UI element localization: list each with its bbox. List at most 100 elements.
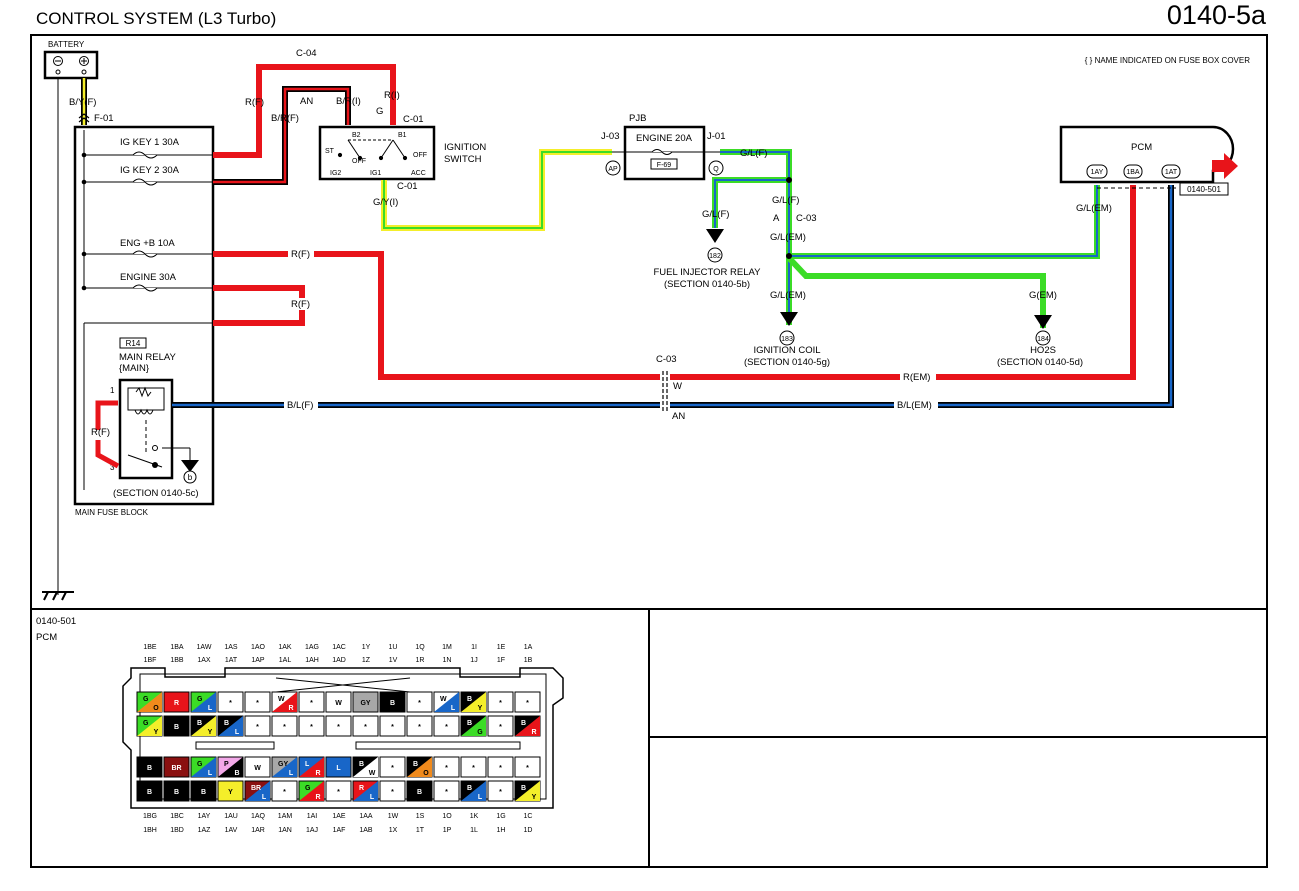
- splice-dot-2: [786, 253, 792, 259]
- pjb-fuse-label: ENGINE 20A: [636, 133, 693, 144]
- pin-label: 1AY: [198, 813, 211, 820]
- bl-f-label: B/L(F): [287, 400, 313, 411]
- ref-182-num: 182: [709, 253, 721, 260]
- ref-183-num: 183: [781, 336, 793, 343]
- fuse-3-label: ENG +B 10A: [120, 238, 175, 249]
- connector-pin-cell: B: [379, 691, 406, 713]
- pin-label: 1AI: [307, 813, 318, 820]
- connector-pin-cell: *: [406, 691, 433, 713]
- pcm-connector: 0140-501: [1187, 185, 1221, 194]
- connector-pin-cell: *: [298, 691, 325, 713]
- pin-color-code: G: [143, 720, 149, 727]
- pin-label: 1AD: [332, 657, 346, 664]
- pin-color-code: P: [224, 761, 229, 768]
- pin-color-code: B: [359, 761, 364, 768]
- c03-w: W: [673, 381, 682, 392]
- connector-pin-cell: LR: [298, 756, 325, 778]
- connector-pin-cell: *: [487, 756, 514, 778]
- connector-pin-cell: GL: [190, 691, 217, 713]
- pin-label: 1C: [524, 813, 533, 820]
- pin-color-code: G: [305, 785, 311, 792]
- pin-label: 1D: [524, 827, 533, 834]
- pin-color-code: W: [254, 765, 261, 772]
- pin-label: 1AW: [197, 644, 212, 651]
- pin-color-code: R: [288, 705, 293, 712]
- c03-label-1: C-03: [796, 213, 817, 224]
- ref-183-label: IGNITION COIL: [753, 345, 820, 356]
- page-number: 0140-5a: [1167, 0, 1267, 30]
- ref-184-section: (SECTION 0140-5d): [997, 357, 1083, 368]
- pin-label: 1AB: [359, 827, 373, 834]
- continuation-arrow-icon: [1212, 153, 1238, 179]
- pin-color-code: Y: [154, 729, 159, 736]
- connector-pin-cell: RL: [352, 780, 379, 802]
- connector-pin-cell: B: [406, 780, 433, 802]
- connector-pin-cell: L: [325, 756, 352, 778]
- connector-pin-cell: WL: [433, 691, 460, 713]
- ref-182: 182 FUEL INJECTOR RELAY (SECTION 0140-5b…: [654, 229, 761, 290]
- pin-color-code: O: [153, 705, 159, 712]
- pin-color-code: B: [174, 724, 179, 731]
- pin-color-code: G: [477, 729, 483, 736]
- pin-label: 1AK: [278, 644, 292, 651]
- connector-pin-cell: PB: [217, 756, 244, 778]
- fuse-4-label: ENGINE 30A: [120, 272, 177, 283]
- c04-wire-an: AN: [300, 96, 313, 107]
- pin-label: 1X: [389, 827, 398, 834]
- connector-pin-cell: *: [325, 715, 352, 737]
- connector-pin-cell: GY: [136, 715, 163, 737]
- cv-name: PCM: [36, 632, 57, 643]
- pin-color-code: *: [472, 765, 475, 772]
- pin-color-code: R: [315, 770, 320, 777]
- connector-pin-cell: *: [379, 715, 406, 737]
- pin-label: 1AV: [225, 827, 238, 834]
- ref-183: 183 IGNITION COIL (SECTION 0140-5g): [744, 312, 830, 368]
- pin-color-code: L: [208, 770, 213, 777]
- pin-color-code: G: [197, 761, 203, 768]
- connector-pin-cell: *: [487, 691, 514, 713]
- ground-icon: [42, 591, 74, 601]
- connector-pin-cell: *: [460, 756, 487, 778]
- pcm: PCM 1AY 1BA 1AT 0140-501: [1059, 125, 1238, 196]
- ig-key-1-wire: [213, 64, 396, 158]
- pin-label: 1E: [497, 644, 506, 651]
- connector-pin-cell: *: [433, 715, 460, 737]
- ig-term-acc: ACC: [411, 170, 426, 177]
- pin-color-code: B: [467, 785, 472, 792]
- pin-label: 1BE: [143, 644, 157, 651]
- pin-label: 1P: [443, 827, 452, 834]
- pin-color-code: *: [526, 700, 529, 707]
- pin-color-code: Y: [532, 794, 537, 801]
- pin-color-code: L: [451, 705, 456, 712]
- gl-em-label-1: G/L(EM): [770, 232, 806, 243]
- fuse-3: ENG +B 10A: [81, 238, 213, 258]
- pin-color-code: L: [370, 794, 375, 801]
- pin-color-code: B: [390, 700, 395, 707]
- pin-label: 1AT: [225, 657, 238, 664]
- bl-em-label: B/L(EM): [897, 400, 932, 411]
- pin-label: 1BA: [170, 644, 184, 651]
- pin-color-code: W: [440, 696, 447, 703]
- pin-color-code: L: [336, 765, 341, 772]
- pin-color-code: *: [499, 724, 502, 731]
- pin-color-code: W: [369, 770, 376, 777]
- pin-label: 1AN: [278, 827, 292, 834]
- gl-em-label-2: G/L(EM): [770, 290, 806, 301]
- pin-color-code: B: [521, 785, 526, 792]
- pin-color-code: BR: [171, 765, 181, 772]
- pin-label: 1AM: [278, 813, 293, 820]
- connector-pin-cell: *: [244, 691, 271, 713]
- connector-pin-cell: BY: [460, 691, 487, 713]
- main-relay-name: MAIN RELAY: [119, 352, 177, 363]
- ig-conn-top: C-01: [403, 114, 424, 125]
- main-fuse-block: [73, 125, 215, 506]
- pin-color-code: *: [391, 724, 394, 731]
- ig-term-ig1: IG1: [370, 170, 381, 177]
- pin-label: 1N: [443, 657, 452, 664]
- main-relay-sub: {MAIN}: [119, 363, 149, 374]
- connector-pin-cell: W: [325, 691, 352, 713]
- c04-wire-br-i: B/R(I): [336, 96, 361, 107]
- main-fuse-block-label: MAIN FUSE BLOCK: [75, 508, 149, 517]
